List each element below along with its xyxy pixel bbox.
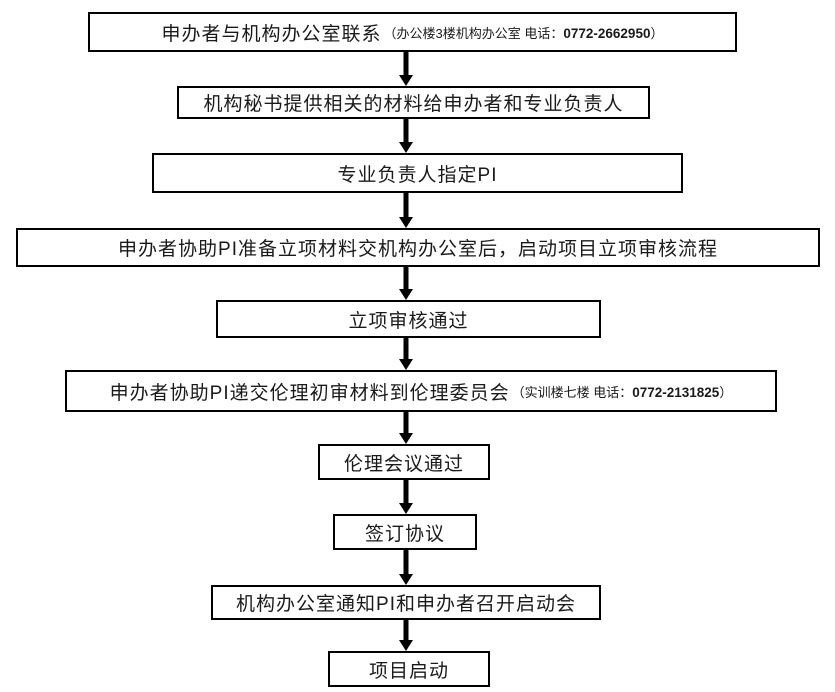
arrow-shaft — [403, 412, 409, 435]
flow-step-label: 机构秘书提供相关的材料给申办者和专业负责人 — [203, 94, 624, 115]
down-arrow — [399, 412, 413, 444]
note-suffix: ） — [650, 25, 664, 41]
arrow-shaft — [403, 480, 409, 505]
flow-step-label: 签订协议 — [364, 523, 445, 545]
flow-step-sign-agreement: 签订协议 — [333, 514, 477, 550]
arrow-shaft — [403, 550, 409, 576]
down-arrow — [399, 119, 413, 153]
down-arrow — [399, 620, 413, 651]
arrow-shaft — [403, 620, 409, 642]
down-arrow — [399, 338, 413, 370]
flow-step-prepare-materials: 申办者协助PI准备立项材料交机构办公室后，启动项目立项审核流程 — [16, 228, 820, 267]
flow-step-contact-office: 申办者与机构办公室联系（办公楼3楼机构办公室 电话：0772-2662950） — [88, 12, 737, 52]
arrow-head — [399, 433, 413, 444]
flow-step-note: （办公楼3楼机构办公室 电话：0772-2662950） — [384, 23, 664, 42]
arrow-head — [399, 75, 413, 86]
down-arrow — [399, 550, 413, 585]
down-arrow — [399, 52, 413, 86]
arrow-head — [399, 640, 413, 651]
flow-step-approval-passed: 立项审核通过 — [216, 300, 601, 338]
flow-step-label: 申办者协助PI准备立项材料交机构办公室后，启动项目立项审核流程 — [118, 239, 718, 260]
arrow-head — [399, 503, 413, 514]
flow-step-secretary-materials: 机构秘书提供相关的材料给申办者和专业负责人 — [177, 86, 650, 119]
flow-step-ethics-meeting-passed: 伦理会议通过 — [318, 444, 490, 480]
arrow-head — [399, 574, 413, 585]
arrow-head — [399, 217, 413, 228]
arrow-head — [399, 142, 413, 153]
flow-step-label: 申办者协助PI递交伦理初审材料到伦理委员会 — [109, 382, 510, 404]
down-arrow — [399, 193, 413, 228]
note-suffix: ） — [719, 384, 733, 400]
flow-step-note: （实训楼七楼 电话：0772-2131825） — [512, 382, 733, 401]
flow-step-kickoff-notice: 机构办公室通知PI和申办者召开启动会 — [211, 585, 601, 620]
flow-step-label: 专业负责人指定PI — [337, 164, 498, 186]
flow-step-label: 立项审核通过 — [348, 310, 469, 332]
flow-step-label: 申办者与机构办公室联系 — [161, 23, 382, 45]
flow-step-project-start: 项目启动 — [328, 651, 490, 687]
flow-step-ethics-submission: 申办者协助PI递交伦理初审材料到伦理委员会（实训楼七楼 电话：0772-2131… — [65, 370, 777, 412]
phone-number: 0772-2662950 — [563, 25, 651, 41]
arrow-head — [399, 359, 413, 370]
arrow-shaft — [403, 119, 409, 144]
note-prefix: （办公楼3楼机构办公室 电话： — [383, 25, 564, 41]
flow-step-label: 机构办公室通知PI和申办者召开启动会 — [236, 594, 576, 615]
down-arrow — [399, 480, 413, 514]
arrow-shaft — [403, 338, 409, 361]
flow-step-assign-pi: 专业负责人指定PI — [152, 153, 683, 193]
arrow-head — [399, 289, 413, 300]
phone-number: 0772-2131825 — [632, 384, 720, 400]
arrow-shaft — [403, 267, 409, 291]
arrow-shaft — [403, 52, 409, 77]
flow-step-label: 伦理会议通过 — [343, 453, 464, 475]
flow-step-label: 项目启动 — [368, 660, 449, 682]
note-prefix: （实训楼七楼 电话： — [511, 384, 633, 400]
down-arrow — [399, 267, 413, 300]
arrow-shaft — [403, 193, 409, 219]
